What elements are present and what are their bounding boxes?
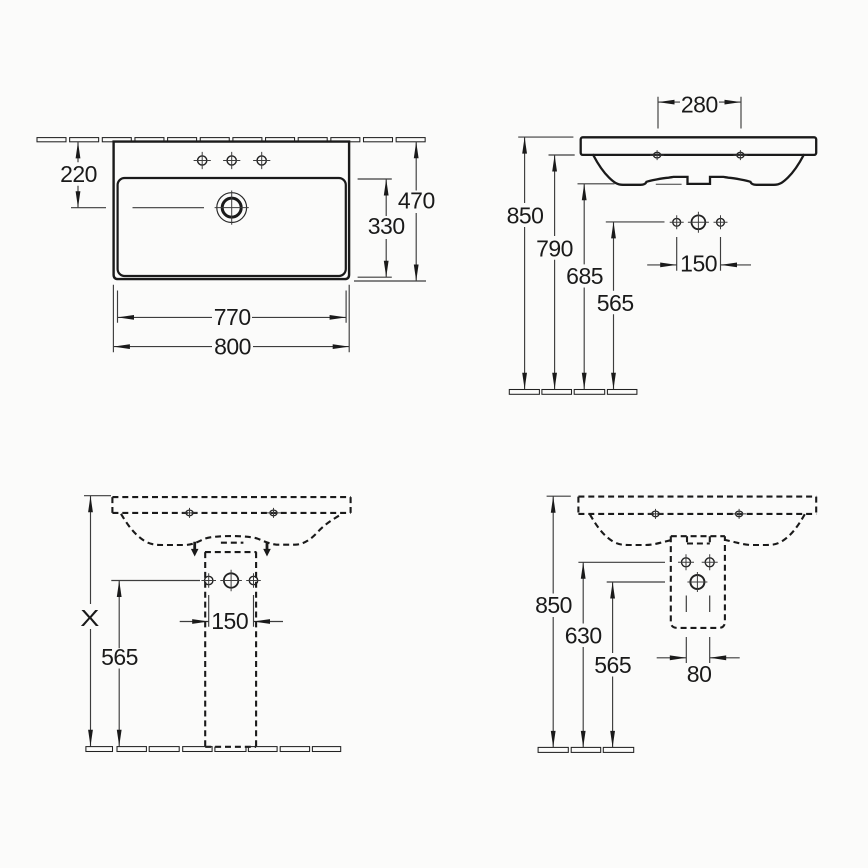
svg-text:X: X — [80, 605, 99, 631]
svg-text:630: 630 — [565, 622, 602, 648]
svg-text:800: 800 — [214, 333, 251, 359]
svg-text:150: 150 — [211, 608, 248, 634]
svg-text:330: 330 — [368, 213, 405, 239]
svg-text:790: 790 — [536, 235, 573, 261]
svg-text:220: 220 — [60, 161, 97, 187]
svg-text:80: 80 — [687, 661, 712, 687]
svg-text:565: 565 — [594, 652, 631, 678]
svg-text:150: 150 — [680, 251, 717, 277]
svg-text:850: 850 — [507, 203, 544, 229]
svg-text:770: 770 — [214, 304, 251, 330]
svg-text:470: 470 — [398, 187, 435, 213]
svg-text:280: 280 — [681, 92, 718, 118]
svg-text:685: 685 — [566, 263, 603, 289]
svg-text:565: 565 — [597, 290, 634, 316]
svg-text:850: 850 — [535, 592, 572, 618]
svg-text:565: 565 — [101, 644, 138, 670]
